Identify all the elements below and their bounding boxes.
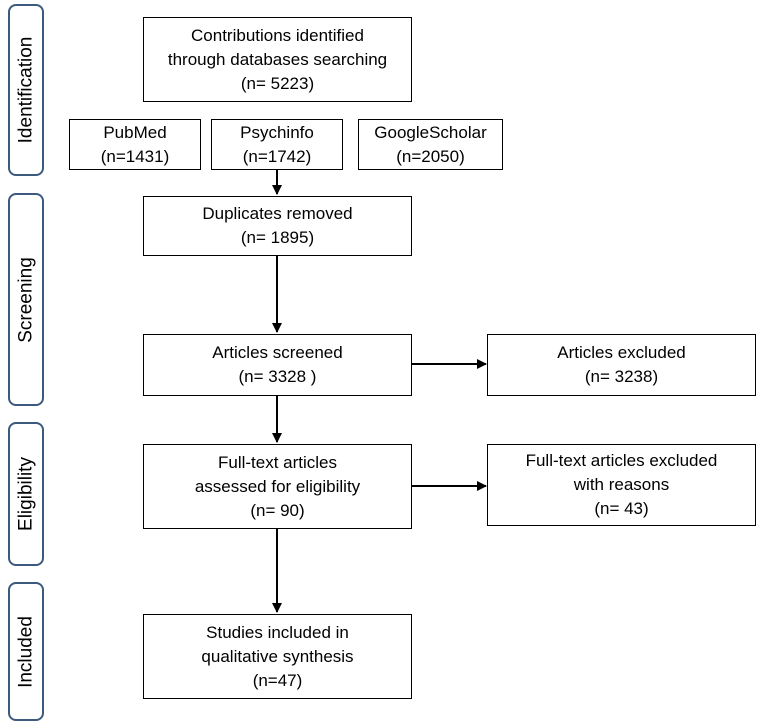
box-duplicates-line1: Duplicates removed (202, 204, 353, 223)
box-excluded-line1: Articles excluded (557, 343, 686, 362)
box-googlescholar-line2: (n=2050) (396, 146, 465, 166)
box-googlescholar-line1: GoogleScholar (374, 122, 487, 142)
box-fulltext-line2: assessed for eligibility (194, 476, 361, 496)
box-fulltext-excluded-line2: with reasons (573, 475, 670, 494)
box-fulltext-excluded: Full-text articles excluded with reasons… (487, 444, 756, 526)
box-psychinfo: Psychinfo (n=1742) (211, 119, 343, 170)
box-articles-excluded: Articles excluded (n= 3238) (487, 334, 756, 396)
box-screened-line1: Articles screened (212, 343, 343, 362)
phase-screening: Screening (8, 193, 44, 406)
box-fulltext-line3: (n= 90) (250, 500, 305, 520)
box-psychinfo-line2: (n=1742) (242, 146, 312, 166)
box-articles-screened: Articles screened (n= 3328 ) (143, 334, 412, 396)
box-pubmed-line2: (n=1431) (100, 146, 170, 166)
box-duplicates-removed: Duplicates removed (n= 1895) (143, 196, 412, 256)
box-contributions-line2: through databases searching (167, 49, 388, 69)
phase-included: Included (8, 582, 44, 721)
box-duplicates-line2: (n= 1895) (240, 228, 315, 247)
box-studies-included: Studies included in qualitative synthesi… (143, 614, 412, 699)
box-excluded-line2: (n= 3238) (584, 367, 659, 386)
box-contributions-identified: Contributions identified through databas… (143, 17, 412, 102)
box-pubmed-line1: PubMed (103, 122, 167, 142)
phase-eligibility: Eligibility (8, 422, 44, 566)
box-googlescholar: GoogleScholar (n=2050) (358, 119, 503, 170)
box-included-line2: qualitative synthesis (201, 646, 354, 666)
box-pubmed: PubMed (n=1431) (69, 119, 201, 170)
box-included-line3: (n=47) (252, 670, 303, 690)
box-fulltext-line1: Full-text articles (217, 452, 338, 472)
box-contributions-line3: (n= 5223) (240, 73, 315, 93)
box-included-line1: Studies included in (206, 622, 349, 642)
box-fulltext-excluded-line3: (n= 43) (594, 499, 649, 518)
box-fulltext-assessed: Full-text articles assessed for eligibil… (143, 444, 412, 529)
box-screened-line2: (n= 3328 ) (238, 367, 317, 386)
phase-identification: Identification (8, 4, 44, 176)
box-psychinfo-line1: Psychinfo (240, 122, 314, 142)
box-fulltext-excluded-line1: Full-text articles excluded (525, 451, 718, 470)
box-contributions-line1: Contributions identified (191, 25, 364, 45)
